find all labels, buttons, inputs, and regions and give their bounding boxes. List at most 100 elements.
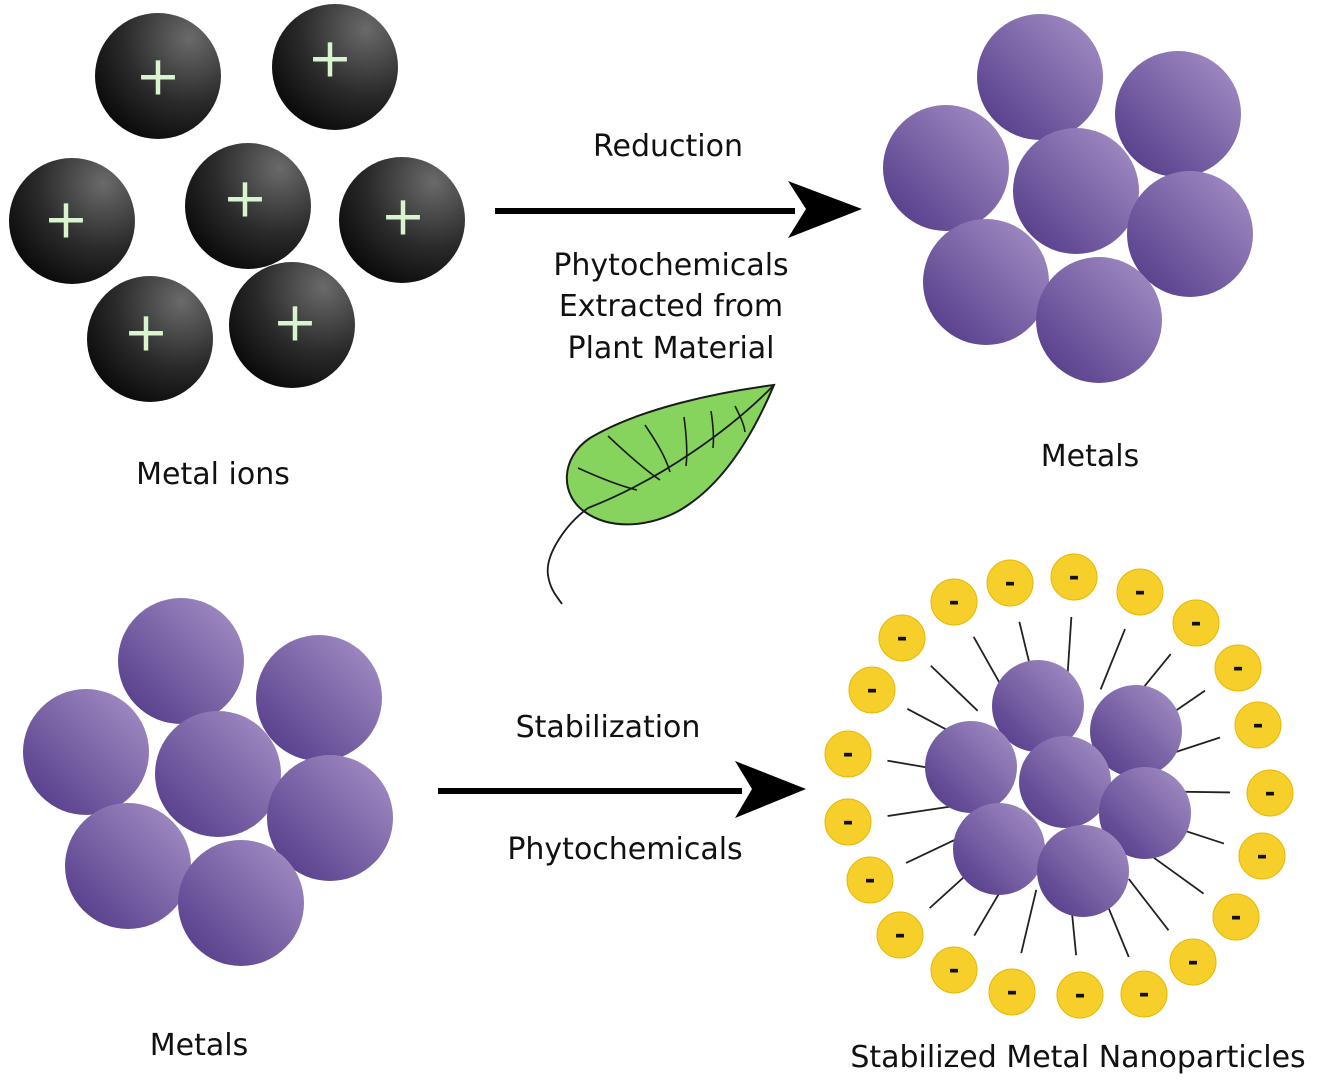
- charge-minus: -: [1257, 841, 1268, 871]
- metal-ions-label: Metal ions: [136, 457, 290, 492]
- charge-minus: -: [949, 587, 960, 617]
- metal-particle-icon: [118, 598, 244, 724]
- metals-cluster-top: [883, 14, 1253, 383]
- charge-minus: -: [1231, 902, 1242, 932]
- ligand-stick: [930, 665, 979, 712]
- charge-minus: -: [1188, 947, 1199, 977]
- metal-particle-icon: [178, 840, 304, 966]
- charge-minus: -: [867, 675, 878, 705]
- metal-ion-icon: +: [272, 4, 398, 130]
- nanoparticle-core: [925, 660, 1191, 917]
- phytochemicals-label-line1: Phytochemicals: [553, 248, 788, 283]
- metal-particle-icon: [953, 803, 1045, 895]
- metal-particle-icon: [256, 635, 382, 761]
- metal-particle-icon: [1037, 825, 1129, 917]
- stabilization-label: Stabilization: [516, 710, 701, 745]
- ligand-stick: [1150, 854, 1205, 895]
- charge-plus: +: [307, 27, 352, 90]
- phytochemical-ligand-icon: -: [1234, 701, 1282, 749]
- charge-minus: -: [1135, 577, 1146, 607]
- metals-cluster-bottom: [23, 598, 393, 966]
- phytochemical-ligand-icon: -: [876, 911, 924, 959]
- metal-ion-icon: +: [185, 143, 311, 269]
- phytochemical-ligand-icon: -: [848, 666, 896, 714]
- metal-ion-icon: +: [229, 262, 355, 388]
- phytochemical-ligand-icon: -: [1172, 599, 1220, 647]
- metal-particle-icon: [1127, 171, 1253, 297]
- charge-minus: -: [843, 739, 854, 769]
- charge-minus: -: [1005, 568, 1016, 598]
- reduction-arrow: [495, 181, 862, 238]
- metal-particle-icon: [1036, 257, 1162, 383]
- stabilization-arrow: [438, 761, 806, 818]
- metal-particle-icon: [977, 14, 1103, 140]
- phytochemical-ligand-icon: -: [846, 856, 894, 904]
- charge-plus: +: [135, 45, 180, 108]
- reduction-label: Reduction: [593, 129, 743, 164]
- phytochemical-ligand-icon: -: [930, 946, 978, 994]
- charge-minus: -: [1191, 608, 1202, 638]
- metals-top-label: Metals: [1041, 439, 1139, 474]
- metal-particle-icon: [1099, 767, 1191, 859]
- phytochemical-ligand-icon: -: [1214, 644, 1262, 692]
- leaf-icon: [546, 383, 776, 605]
- ligand-stick: [1020, 889, 1038, 954]
- phytochemical-ligand-icon: -: [1246, 769, 1294, 817]
- phytochemical-ligand-icon: -: [1116, 568, 1164, 616]
- phytochemical-ligand-icon: -: [1050, 553, 1098, 601]
- charge-minus: -: [865, 865, 876, 895]
- charge-minus: -: [895, 920, 906, 950]
- charge-minus: -: [843, 807, 854, 837]
- metal-particle-icon: [1013, 128, 1139, 254]
- phytochemical-ligand-icon: -: [1212, 893, 1260, 941]
- phytochemical-ligand-icon: -: [986, 559, 1034, 607]
- charge-minus: -: [1007, 977, 1018, 1007]
- ligand-shell: ---------------------: [824, 553, 1294, 1019]
- charge-plus: +: [380, 185, 425, 248]
- metals-bottom-label: Metals: [150, 1028, 248, 1063]
- charge-plus: +: [272, 291, 317, 354]
- metal-particle-icon: [925, 721, 1017, 813]
- ligand-stick: [1099, 628, 1126, 690]
- charge-plus: +: [123, 301, 168, 364]
- metal-ion-icon: +: [339, 157, 465, 283]
- phytochemical-ligand-icon: -: [1238, 832, 1286, 880]
- phytochemical-ligand-icon: -: [1120, 970, 1168, 1018]
- metal-particle-icon: [883, 105, 1009, 231]
- charge-minus: -: [1069, 562, 1080, 592]
- metal-particle-icon: [992, 660, 1084, 752]
- metal-ions-cluster: + + + + + + +: [9, 4, 465, 402]
- phytochemical-ligand-icon: -: [930, 578, 978, 626]
- stabilized-nanoparticles-label: Stabilized Metal Nanoparticles: [850, 1040, 1305, 1075]
- metal-particle-icon: [923, 219, 1049, 345]
- charge-minus: -: [1253, 710, 1264, 740]
- ligand-stick: [887, 805, 952, 817]
- charge-minus: -: [1233, 653, 1244, 683]
- charge-minus: -: [949, 955, 960, 985]
- charge-minus: -: [897, 623, 908, 653]
- stabilized-nanoparticle: ---------------------: [824, 553, 1294, 1019]
- phytochemical-ligand-icon: -: [878, 614, 926, 662]
- ligand-stick: [1128, 878, 1170, 931]
- metal-particle-icon: [23, 689, 149, 815]
- charge-plus: +: [43, 188, 88, 251]
- ligand-stick: [1066, 616, 1073, 682]
- phytochemical-ligand-icon: -: [1056, 971, 1104, 1019]
- phytochemicals-bottom-label: Phytochemicals: [507, 832, 742, 867]
- phytochemicals-label-line3: Plant Material: [568, 331, 775, 366]
- charge-minus: -: [1075, 980, 1086, 1010]
- phytochemicals-label-line2: Extracted from: [559, 289, 783, 324]
- charge-minus: -: [1265, 778, 1276, 808]
- phytochemical-ligand-icon: -: [824, 730, 872, 778]
- metal-particle-icon: [267, 755, 393, 881]
- metal-particle-icon: [155, 711, 281, 837]
- metal-particle-icon: [65, 803, 191, 929]
- metal-ion-icon: +: [87, 276, 213, 402]
- charge-minus: -: [1139, 979, 1150, 1009]
- metal-particle-icon: [1115, 51, 1241, 177]
- phytochemical-ligand-icon: -: [1169, 938, 1217, 986]
- metal-particle-icon: [1019, 736, 1111, 828]
- metal-particle-icon: [1090, 685, 1182, 777]
- phytochemical-ligand-icon: -: [988, 968, 1036, 1016]
